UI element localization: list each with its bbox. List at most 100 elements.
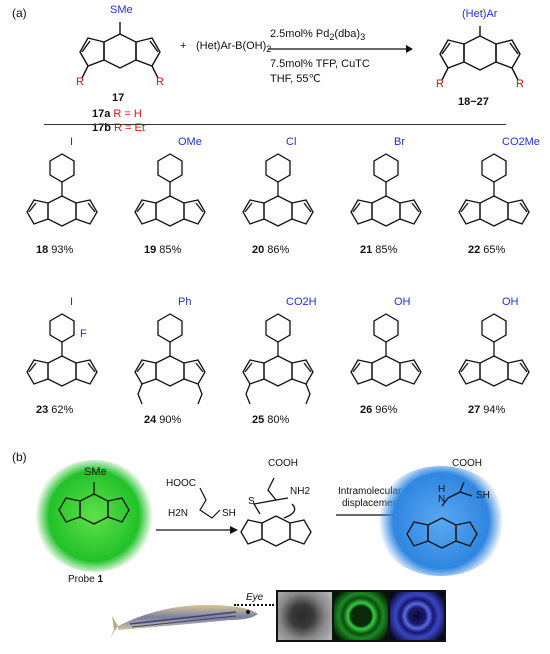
product-caption: 19 85% xyxy=(144,244,181,256)
product-yield: 65% xyxy=(480,244,506,256)
start-variant-b: 17b R = Et xyxy=(92,122,145,134)
start-bodipy-structure xyxy=(79,22,161,79)
condition-solvent: THF, 55℃ xyxy=(270,73,321,85)
product-structure xyxy=(350,313,422,387)
product-nh: N xyxy=(438,494,446,505)
cys-nh2: H2N xyxy=(168,508,189,519)
product-second-substituent: F xyxy=(80,328,87,340)
condition-catalyst: 2.5mol% Pd2(dba)3 xyxy=(270,28,366,43)
product-caption: 18 93% xyxy=(36,244,73,256)
start-r-right: R xyxy=(156,76,164,88)
product-caption: 25 80% xyxy=(252,414,289,426)
product-caption: 27 94% xyxy=(468,404,505,416)
product-number: 22 xyxy=(468,244,481,256)
panel-b-label: (b) xyxy=(12,450,27,464)
product-substituent-label: Br xyxy=(394,136,405,148)
product-yield: 93% xyxy=(48,244,74,256)
start-number: 17 xyxy=(112,92,125,104)
eye-label: Eye xyxy=(246,592,264,603)
product-number: 21 xyxy=(360,244,373,256)
product-card: CO2Me 22 65% xyxy=(442,134,546,284)
product-structure xyxy=(458,313,530,387)
product-yield: 86% xyxy=(264,244,290,256)
panel-a-label: (a) xyxy=(12,6,27,20)
product-yield: 96% xyxy=(372,404,398,416)
product-b-structure xyxy=(406,481,478,549)
product-bodipy-structure xyxy=(439,26,521,81)
product-cooh: COOH xyxy=(452,458,482,469)
intermediate-structure xyxy=(240,477,312,547)
arrow-note-2: displacement xyxy=(342,498,401,509)
inter-cooh: COOH xyxy=(268,458,298,469)
product-number: 25 xyxy=(252,414,265,426)
product-number: 27 xyxy=(468,404,481,416)
microscopy-green xyxy=(334,592,388,640)
zebrafish-image xyxy=(110,604,258,638)
product-number: 24 xyxy=(144,414,157,426)
product-structure xyxy=(26,153,98,227)
product-substituent-label: OH xyxy=(394,296,411,308)
product-caption: 23 62% xyxy=(36,404,73,416)
product-structure xyxy=(26,313,98,387)
product-blue-glow xyxy=(374,466,508,576)
start-variant-a: 17a R = H xyxy=(92,108,142,120)
product-substituent-label: I xyxy=(70,136,74,148)
product-number: 23 xyxy=(36,404,49,416)
product-yield: 85% xyxy=(156,244,182,256)
plus-sign: + xyxy=(180,40,187,52)
boronic-acid-reagent: (Het)Ar-B(OH)2 xyxy=(196,40,271,54)
product-r-left: R xyxy=(436,78,444,90)
start-r-left: R xyxy=(76,76,84,88)
product-substituent: (Het)Ar xyxy=(462,8,498,20)
product-substituent-label: I xyxy=(70,296,74,308)
product-range: 18−27 xyxy=(458,96,489,108)
product-number: 18 xyxy=(36,244,49,256)
cys-cooh: HOOC xyxy=(166,478,196,489)
start-sme-label: SMe xyxy=(110,4,133,16)
product-number: 19 xyxy=(144,244,157,256)
microscopy-blue xyxy=(390,592,444,640)
product-nh-h: H xyxy=(438,484,446,495)
product-card: OH 27 94% xyxy=(442,294,546,444)
product-yield: 85% xyxy=(372,244,398,256)
reaction-arrow xyxy=(268,45,413,53)
product-substituent-label: CO2Me xyxy=(502,136,540,148)
product-substituent-label: OH xyxy=(502,296,519,308)
probe-structure xyxy=(58,482,130,525)
product-caption: 22 65% xyxy=(468,244,505,256)
eye-pointer-line xyxy=(234,604,274,606)
condition-ligand: 7.5mol% TFP, CuTC xyxy=(270,58,370,70)
microscopy-brightfield xyxy=(278,592,332,640)
product-card: OMe 19 85% xyxy=(118,134,222,284)
probe-sme: SMe xyxy=(84,466,107,478)
product-sh: SH xyxy=(476,490,490,501)
product-yield: 62% xyxy=(48,404,74,416)
product-structure xyxy=(458,153,530,227)
product-caption: 20 86% xyxy=(252,244,289,256)
product-structure xyxy=(242,313,314,405)
product-r-right: R xyxy=(516,78,524,90)
product-substituent-label: Ph xyxy=(178,296,192,308)
product-card: Br 21 85% xyxy=(334,134,438,284)
inter-nh2: NH2 xyxy=(290,486,311,497)
product-substituent-label: Cl xyxy=(286,136,297,148)
product-number: 26 xyxy=(360,404,373,416)
product-substituent-label: OMe xyxy=(178,136,202,148)
product-structure xyxy=(134,313,206,405)
product-number: 20 xyxy=(252,244,265,256)
product-caption: 26 96% xyxy=(360,404,397,416)
probe-label: Probe 1 xyxy=(68,574,104,585)
product-card: I 18 93% xyxy=(10,134,114,284)
product-yield: 80% xyxy=(264,414,290,426)
inter-s: S xyxy=(248,496,255,507)
product-card: OH 26 96% xyxy=(334,294,438,444)
probe-green-glow xyxy=(34,460,154,572)
product-structure xyxy=(242,153,314,227)
arrow-note-1: Intramolecular xyxy=(338,486,402,497)
product-caption: 21 85% xyxy=(360,244,397,256)
cys-skeleton xyxy=(156,487,238,534)
product-yield: 94% xyxy=(480,404,506,416)
product-substituent-label: CO2H xyxy=(286,296,317,308)
cys-sh: SH xyxy=(222,508,236,519)
